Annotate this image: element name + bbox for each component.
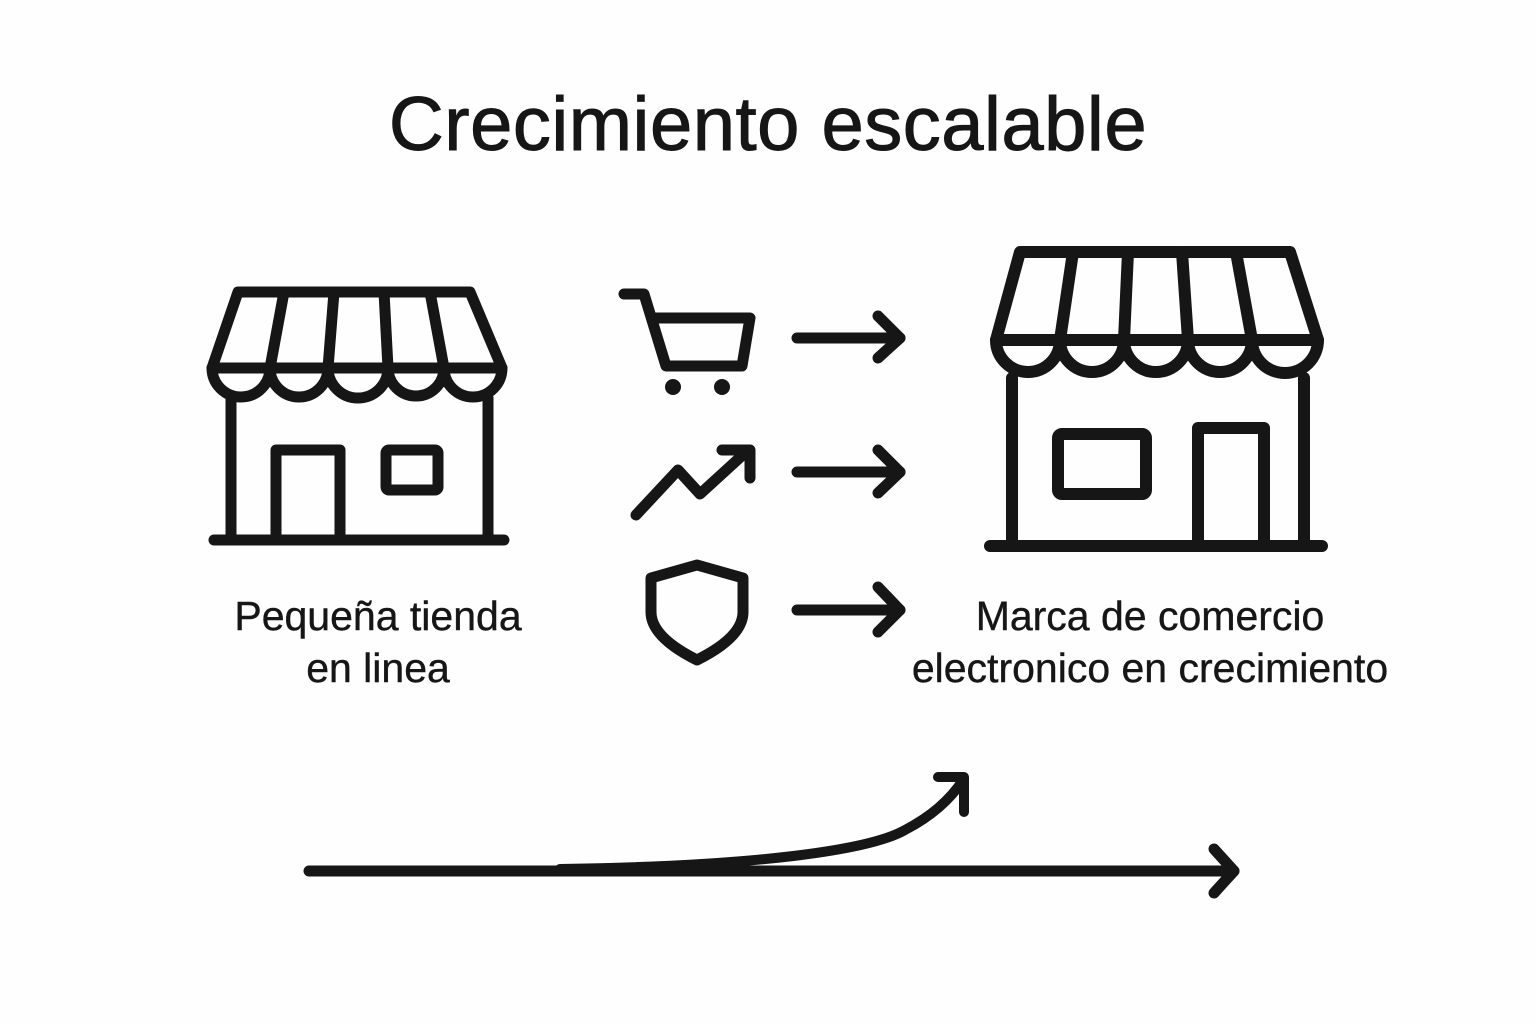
storefront-small-icon: [206, 286, 510, 546]
left-node-label-line2: en linea: [306, 645, 450, 691]
storefront-large-icon: [984, 246, 1328, 552]
curve-up-arrow-icon: [555, 772, 969, 874]
arrow-right-icon: [791, 581, 906, 638]
right-node-label-line1: Marca de comercio: [975, 593, 1325, 639]
left-node-label: Pequeña tienda en linea: [178, 590, 578, 694]
shopping-cart-icon: [618, 288, 756, 395]
left-node-label-line1: Pequeña tienda: [234, 593, 522, 639]
right-node-label: Marca de comercio electronico en crecimi…: [860, 590, 1440, 694]
arrow-right-long-icon: [303, 843, 1240, 899]
right-node-label-line2: electronico en crecimiento: [911, 645, 1389, 691]
trending-up-icon: [630, 444, 756, 521]
arrow-right-icon: [791, 444, 906, 499]
arrow-right-icon: [791, 310, 906, 364]
shield-icon: [645, 559, 749, 666]
diagram-title: Crecimiento escalable: [388, 82, 1148, 168]
